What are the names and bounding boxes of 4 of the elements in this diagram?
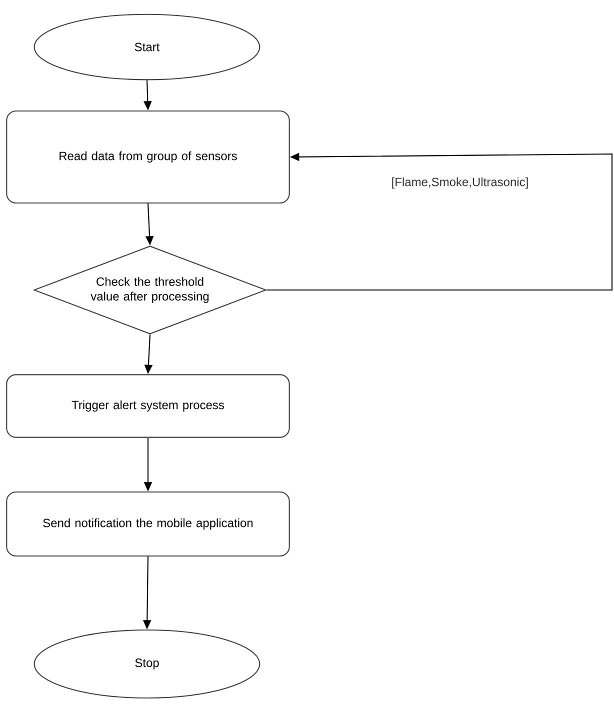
process-box: Read data from group of sensors <box>6 110 290 204</box>
edge-label: [Flame,Smoke,Ultrasonic] <box>390 176 530 190</box>
process-box: Send notification the mobile application <box>6 491 290 557</box>
process-box: Trigger alert system process <box>6 374 290 438</box>
